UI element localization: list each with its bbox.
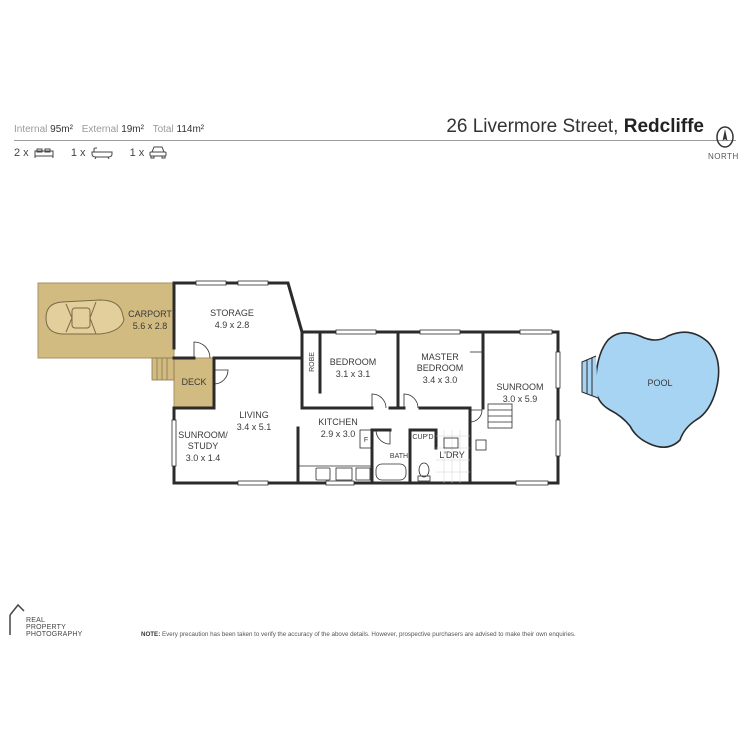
pool-label: POOL bbox=[647, 378, 672, 388]
external-label: External bbox=[81, 124, 119, 135]
car-drawing-icon bbox=[45, 299, 125, 335]
company-logo-icon bbox=[8, 603, 26, 642]
bath-label: BATH bbox=[390, 453, 408, 460]
north-label: NORTH bbox=[708, 152, 739, 161]
area-summary: Internal 95m² External 19m² Total 114m² bbox=[14, 124, 210, 135]
car-count: 1 x bbox=[129, 147, 145, 159]
doors bbox=[193, 341, 483, 445]
logo-line2: PROPERTY bbox=[26, 624, 66, 631]
storage-dim: 4.9 x 2.8 bbox=[215, 320, 250, 330]
study-name-line1: SUNROOM/ bbox=[178, 430, 228, 440]
sunroom-stairs bbox=[487, 403, 513, 429]
sunroom-dim: 3.0 x 5.9 bbox=[503, 394, 538, 404]
total-value: 114m² bbox=[176, 124, 205, 135]
external-value: 19m² bbox=[121, 124, 144, 135]
ldry-label: L'DRY bbox=[439, 450, 465, 460]
logo-line1: REAL bbox=[26, 617, 46, 624]
note-label: NOTE: bbox=[141, 631, 161, 638]
master-name-line2: BEDROOM bbox=[417, 363, 464, 373]
property-address: 26 Livermore Street, Redcliffe bbox=[446, 116, 704, 138]
logo-line3: PHOTOGRAPHY bbox=[26, 631, 83, 638]
laundry-tiles bbox=[436, 430, 470, 483]
note-text: Every precaution has been taken to verif… bbox=[160, 631, 576, 638]
sunroom-name: SUNROOM bbox=[497, 382, 544, 392]
header-divider bbox=[14, 140, 736, 141]
master-name-line1: MASTER bbox=[421, 352, 459, 362]
car-icon bbox=[149, 146, 167, 159]
living-dim: 3.4 x 5.1 bbox=[237, 422, 272, 432]
storage-name: STORAGE bbox=[210, 308, 254, 318]
feature-counts: 2 x 1 x 1 x bbox=[14, 146, 181, 160]
pool-shape bbox=[594, 331, 720, 448]
bedroom-name: BEDROOM bbox=[330, 357, 377, 367]
deck-name: DECK bbox=[181, 377, 206, 387]
bed-count: 2 x bbox=[14, 147, 29, 159]
living-name: LIVING bbox=[239, 410, 269, 420]
carport-dim: 5.6 x 2.8 bbox=[133, 321, 168, 331]
windows bbox=[171, 280, 561, 486]
kitchen-dim: 2.9 x 3.0 bbox=[321, 429, 356, 439]
internal-value: 95m² bbox=[50, 124, 73, 135]
internal-label: Internal bbox=[14, 124, 48, 135]
disclaimer-note: NOTE: Every precaution has been taken to… bbox=[141, 631, 576, 638]
total-label: Total bbox=[152, 124, 174, 135]
bath-icon bbox=[91, 147, 113, 160]
robe-name: ROBE bbox=[309, 352, 316, 372]
bedroom-dim: 3.1 x 3.1 bbox=[336, 369, 371, 379]
north-compass-icon bbox=[715, 124, 735, 155]
master-dim: 3.4 x 3.0 bbox=[423, 375, 458, 385]
study-name-line2: STUDY bbox=[188, 441, 219, 451]
carport-name: CARPORT bbox=[128, 309, 172, 319]
company-logo-text: REAL PROPERTY PHOTOGRAPHY bbox=[26, 617, 83, 638]
address-street: 26 Livermore Street, bbox=[446, 116, 624, 137]
bed-icon bbox=[34, 148, 54, 158]
pool-steps bbox=[581, 355, 599, 399]
deck-area bbox=[173, 357, 215, 409]
study-dim: 3.0 x 1.4 bbox=[186, 453, 221, 463]
kitchen-name: KITCHEN bbox=[318, 417, 358, 427]
steps bbox=[151, 357, 175, 381]
fridge-label: F bbox=[364, 437, 368, 444]
fixtures bbox=[298, 429, 487, 482]
bath-count: 1 x bbox=[70, 147, 86, 159]
cupd-label: CUP'D bbox=[412, 434, 433, 441]
address-suburb: Redcliffe bbox=[623, 116, 704, 137]
